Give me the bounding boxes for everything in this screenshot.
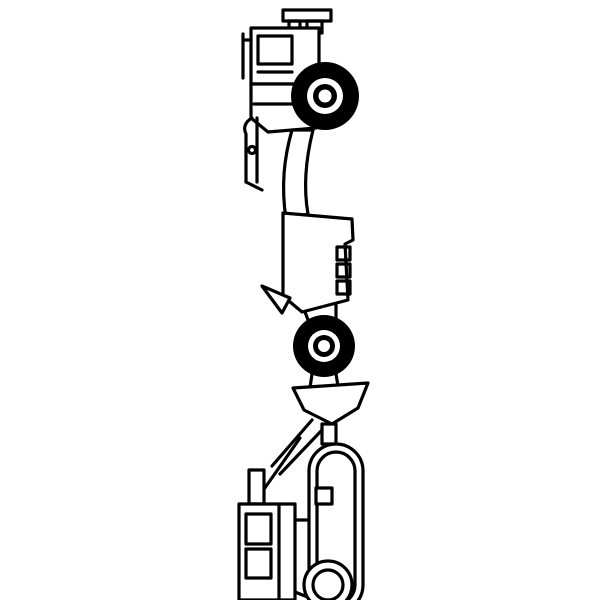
lower-operator-cab (237, 468, 312, 600)
scraper-bowl (260, 211, 355, 327)
hydraulic-hoses (243, 116, 264, 192)
link-arm-upper (270, 418, 314, 468)
lower-link-arms (260, 418, 324, 494)
cab-stack (247, 468, 266, 506)
funnel-neck (320, 422, 338, 446)
roof-rack (281, 8, 333, 23)
hose-bolt (246, 144, 258, 156)
gooseneck-arm (281, 128, 315, 221)
rear-hub-center (318, 340, 330, 352)
hose-left (243, 116, 254, 184)
cutting-edge (260, 284, 292, 315)
link-arm-lower (278, 428, 324, 476)
hydraulic-ram (260, 436, 302, 494)
front-tire (291, 62, 359, 130)
hose-bracket (244, 180, 264, 192)
cab-window-lower (244, 547, 273, 580)
bowl-window-3 (335, 279, 352, 296)
rear-tire (293, 315, 355, 377)
bowl-windows (335, 245, 352, 296)
funnel-body (291, 381, 370, 426)
idler-outer (302, 559, 354, 600)
idler-inner (311, 568, 345, 600)
cab-body (237, 502, 297, 600)
bowl-window-2 (335, 262, 352, 279)
cab-window (256, 34, 294, 66)
spreader-funnel (291, 381, 370, 446)
elevator-inner (315, 450, 357, 600)
bowl-window-1 (335, 245, 352, 262)
idler-wheel (302, 559, 354, 600)
front-hub-center (318, 89, 332, 103)
elevator-access-panel (314, 486, 334, 506)
cab-window-upper (244, 512, 273, 546)
